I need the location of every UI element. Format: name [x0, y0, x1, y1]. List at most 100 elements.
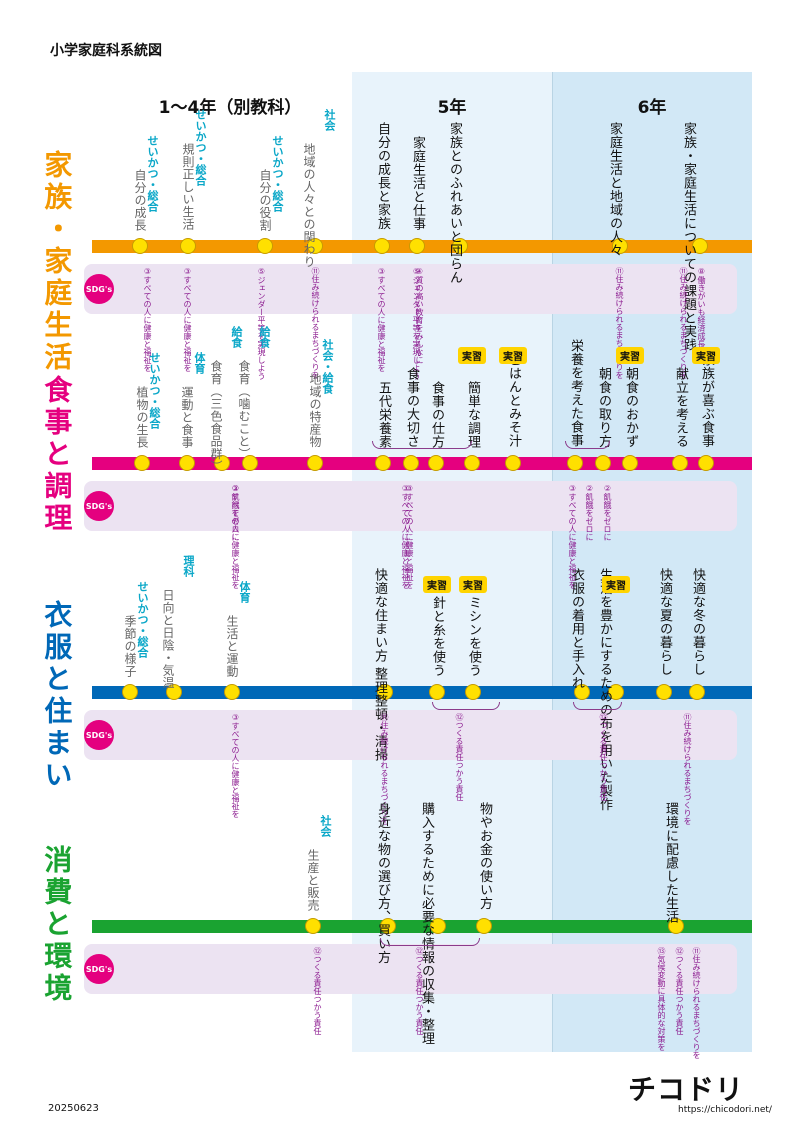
subject-tag: せいかつ・総合	[271, 135, 284, 212]
item-label: 環境に配慮した生活	[663, 802, 678, 924]
sdgs-badge: SDG's	[84, 954, 114, 984]
sdgs-band	[84, 710, 737, 760]
item-label: 朝食のおかず	[623, 367, 638, 448]
sdgs-goal-text: ⑪住み続けられるまちづくりを	[683, 713, 692, 825]
column-divider	[552, 72, 553, 1052]
group-brace	[372, 441, 472, 449]
group-brace	[565, 441, 610, 449]
timeline-dot	[692, 238, 708, 254]
timeline-dot	[305, 918, 321, 934]
subject-tag: せいかつ・総合	[194, 109, 207, 186]
group-brace	[573, 702, 622, 710]
subject-tag: 体育	[238, 581, 251, 603]
timeline-dot	[595, 455, 611, 471]
item-label: 地域の特産物	[308, 373, 322, 448]
sdgs-goal-text: ②飢餓をゼロに	[585, 484, 594, 541]
timeline-dot	[464, 455, 480, 471]
item-label: 簡単な調理	[465, 381, 480, 449]
item-label: 朝食の取り方	[596, 367, 611, 448]
timeline-dot	[430, 918, 446, 934]
sdgs-badge: SDG's	[84, 720, 114, 750]
sdgs-goal-text: ④質の高い教育をみんなに	[415, 267, 424, 364]
item-label: 快適な住まい方 整理整頓・清掃	[372, 568, 387, 762]
subject-tag: せいかつ・総合	[146, 135, 159, 212]
sdgs-badge: SDG's	[84, 274, 114, 304]
item-label: 食事の大切さ	[404, 367, 419, 448]
timeline-dot	[122, 684, 138, 700]
item-label: 食育（三色食品群）	[209, 360, 223, 473]
item-label: 家族とのふれあいと団らん	[447, 122, 462, 284]
group-brace	[380, 938, 480, 946]
practice-badge: 実習	[499, 347, 527, 364]
item-label: 家族・家庭生活についての課題と実践	[681, 122, 696, 352]
item-label: 日向と日陰・気温	[161, 589, 175, 689]
subject-tag: 社会	[319, 815, 332, 837]
grade-header-6: 6年	[637, 98, 667, 118]
timeline-dot	[179, 455, 195, 471]
timeline-dot	[476, 918, 492, 934]
practice-badge: 実習	[459, 576, 487, 593]
timeline-dot	[429, 684, 445, 700]
grade-header-1-4: 1～4年（別教科）	[158, 98, 302, 118]
item-label: 食育（噛むこと）	[237, 360, 251, 460]
timeline-dot	[134, 455, 150, 471]
page-title: 小学家庭科系統図	[50, 43, 162, 59]
category-label: 食事と調理	[40, 375, 74, 535]
sdgs-goal-text: ⑪住み続けられるまちづくりを	[380, 713, 389, 825]
sdgs-goal-text: ⑪住み続けられるまちづくりを	[692, 947, 701, 1059]
timeline-dot	[656, 684, 672, 700]
sdgs-band	[84, 264, 737, 314]
category-label: 衣服と住まい	[40, 600, 74, 792]
item-label: 快適な冬の暮らし	[690, 568, 705, 676]
subject-tag: 社会・給食	[321, 339, 334, 394]
category-label: 家族・家庭生活	[40, 150, 74, 374]
timeline-dot	[409, 238, 425, 254]
item-label: 衣服の着用と手入れ	[569, 568, 584, 690]
item-label: 自分の成長	[133, 169, 147, 232]
practice-badge: 実習	[692, 347, 720, 364]
item-label: 規則正しい生活	[181, 143, 195, 231]
practice-badge: 実習	[423, 576, 451, 593]
subject-tag: せいかつ・総合	[148, 352, 161, 429]
item-label: 家族が喜ぶ食事	[699, 353, 714, 448]
sdgs-goal-text: ⑪住み続けられるまちづくりを	[679, 267, 688, 379]
item-label: 栄養を考えた食事	[568, 339, 583, 447]
item-label: 献立を考える	[673, 367, 688, 448]
item-label: 家庭生活と仕事	[410, 136, 425, 231]
timeline-bar	[92, 686, 752, 699]
practice-badge: 実習	[616, 347, 644, 364]
practice-badge: 実習	[602, 576, 630, 593]
timeline-dot	[307, 455, 323, 471]
group-brace	[432, 702, 500, 710]
sdgs-goal-text: ②飢餓をゼロに	[603, 484, 612, 541]
timeline-dot	[132, 238, 148, 254]
subject-tag: せいかつ・総合	[136, 581, 149, 658]
subject-tag: 給食	[230, 326, 243, 348]
item-label: 五代栄養素	[376, 381, 391, 449]
sdgs-badge: SDG's	[84, 491, 114, 521]
sdgs-goal-text: ③すべての人に健康と福祉を	[183, 267, 192, 372]
timeline-dot	[612, 238, 628, 254]
timeline-dot	[428, 455, 444, 471]
item-label: 運動と食事	[180, 386, 194, 449]
timeline-dot	[505, 455, 521, 471]
grade-header-5: 5年	[437, 98, 467, 118]
timeline-bar	[92, 920, 752, 933]
timeline-dot	[698, 455, 714, 471]
timeline-dot	[257, 238, 273, 254]
sdgs-goal-text: ③すべての人に健康と福祉を	[231, 713, 240, 818]
timeline-dot	[668, 918, 684, 934]
timeline-dot	[224, 684, 240, 700]
sdgs-goal-text: ⑫つくる責任つかう責任	[599, 713, 608, 801]
item-label: 快適な夏の暮らし	[657, 568, 672, 676]
category-label: 消費と環境	[40, 845, 74, 1005]
sdgs-goal-text: ③すべての人に健康と福祉を	[405, 484, 414, 589]
subject-tag: 理科	[182, 555, 195, 577]
timeline-dot	[242, 455, 258, 471]
subject-tag: 社会	[323, 109, 336, 131]
sdgs-goal-text: ⑫つくる責任つかう責任	[415, 947, 424, 1035]
subject-tag: 給食	[258, 326, 271, 348]
item-label: ごはんとみそ汁	[506, 353, 521, 448]
sdgs-band	[84, 481, 737, 531]
